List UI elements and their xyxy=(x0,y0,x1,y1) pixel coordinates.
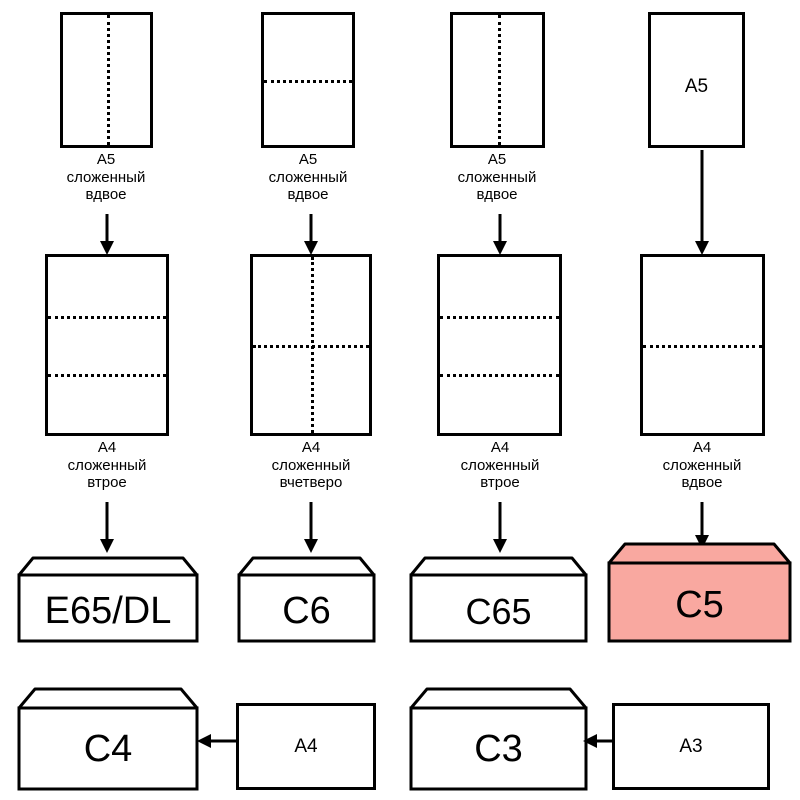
envelope-c3[interactable]: C3 xyxy=(408,684,589,792)
arrow-down-env-col3 xyxy=(489,502,511,554)
sheet-a4-col2 xyxy=(250,254,372,436)
envelope-e65-dl[interactable]: E65/DL xyxy=(16,553,200,643)
caption-a4-fold-col2: A4 сложенный вчетверо xyxy=(271,439,351,492)
sheet-label-a3-bottom: A3 xyxy=(679,736,703,757)
sheet-a4-bottom: A4 xyxy=(236,703,376,790)
fold-line-horizontal-lower xyxy=(440,374,559,378)
arrow-down-col3 xyxy=(489,214,511,256)
envelope-label-e65-dl: E65/DL xyxy=(44,590,172,632)
arrow-down-env-col4 xyxy=(691,502,713,550)
arrow-down-col1 xyxy=(96,214,118,256)
caption-a4-fold-col3: A4 сложенный втрое xyxy=(460,439,540,492)
sheet-a5-col1 xyxy=(60,12,153,148)
fold-line-vertical xyxy=(497,15,501,145)
arrow-down-env-col1 xyxy=(96,502,118,554)
sheet-a3-bottom: A3 xyxy=(612,703,770,790)
fold-line-horizontal xyxy=(253,345,369,348)
sheet-a5-col3 xyxy=(450,12,545,148)
envelope-label-c65: C65 xyxy=(465,591,532,632)
envelope-c6[interactable]: C6 xyxy=(236,553,377,643)
fold-line-horizontal-upper xyxy=(440,315,559,319)
caption-a5-fold-col1: A5 сложенный вдвое xyxy=(66,151,146,204)
sheet-label-a4-bottom: A4 xyxy=(294,736,318,757)
envelope-label-c5: C5 xyxy=(675,584,724,626)
caption-a5-fold-col2: A5 сложенный вдвое xyxy=(268,151,348,204)
envelope-c65[interactable]: C65 xyxy=(408,553,589,643)
fold-line-vertical xyxy=(106,15,110,145)
fold-line-horizontal xyxy=(643,345,762,348)
envelope-c5[interactable]: C5 xyxy=(606,540,793,644)
envelope-label-c3: C3 xyxy=(474,728,523,770)
sheet-a5-col2 xyxy=(261,12,355,148)
envelope-label-c4: C4 xyxy=(83,728,133,770)
arrow-down-col2 xyxy=(300,214,322,256)
caption-a4-fold-col1: A4 сложенный втрое xyxy=(67,439,147,492)
sheet-label-a5: A5 xyxy=(684,76,709,97)
sheet-a4-col1 xyxy=(45,254,169,436)
sheet-a5-col4: A5 xyxy=(648,12,745,148)
arrow-down-col4 xyxy=(691,150,713,256)
envelope-label-c6: C6 xyxy=(282,590,331,632)
caption-a5-fold-col3: A5 сложенный вдвое xyxy=(457,151,537,204)
sheet-a4-col4 xyxy=(640,254,765,436)
envelope-c4[interactable]: C4 xyxy=(16,684,200,792)
caption-a4-fold-col4: A4 сложенный вдвое xyxy=(662,439,742,492)
fold-line-horizontal-upper xyxy=(48,315,166,319)
arrow-down-env-col2 xyxy=(300,502,322,554)
sheet-a4-col3 xyxy=(437,254,562,436)
fold-line-horizontal-lower xyxy=(48,374,166,378)
fold-line-horizontal xyxy=(264,80,352,83)
